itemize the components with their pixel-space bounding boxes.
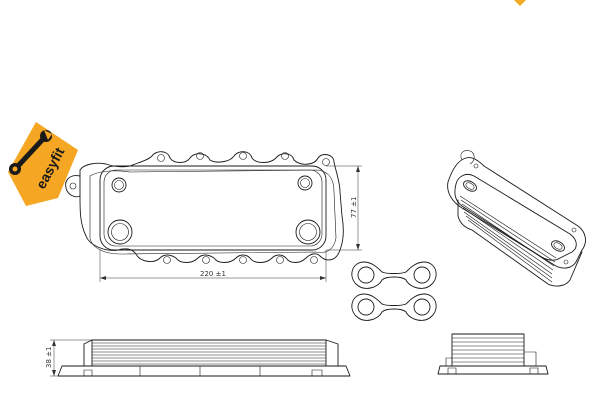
badge-background [8,122,78,206]
iso-top-plate [454,173,577,261]
thickness-dimension: 38 ±1 [45,339,92,377]
isometric-view [447,150,586,287]
end-view [437,333,549,375]
corner-accent-shape [514,0,526,6]
side-fin-stack [91,339,327,367]
width-dimension-label: 220 ±1 [200,270,226,278]
iso-fins [459,195,557,283]
side-view: 38 ±1 [45,339,351,377]
iso-flange [447,157,586,269]
main-ports [107,219,321,245]
iso-flange-tab [460,150,475,165]
iso-ports [463,180,565,252]
cooler-plate-inner [103,169,323,247]
side-left-cap [83,339,93,367]
width-dimension: 220 ±1 [99,250,327,282]
iso-bolt-holes [473,163,577,265]
height-dimension: 77 ±1 [326,165,362,251]
gaskets [351,261,437,321]
flange-inner-edge [89,169,337,255]
gasket-upper [351,261,437,289]
flange-left-tab [65,175,81,198]
cooler-plate [99,165,327,251]
thickness-dimension-label: 38 ±1 [45,347,53,368]
end-base-details [447,367,539,374]
height-dimension-label: 77 ±1 [350,197,358,218]
small-ports [111,175,313,193]
iso-base-edge [457,199,583,287]
side-base-flange [57,365,351,377]
easyfit-badge: easyfit [8,122,78,206]
wrench-icon [9,130,52,175]
end-fins [452,337,524,363]
end-base [437,365,549,375]
side-fins [92,342,326,365]
gasket-lower [351,293,437,321]
end-side-brackets [445,351,537,366]
side-right-cap [325,339,339,367]
flange-bolt-holes [69,152,330,264]
front-view: 220 ±1 77 ±1 [65,151,362,282]
side-base-details [83,366,323,376]
